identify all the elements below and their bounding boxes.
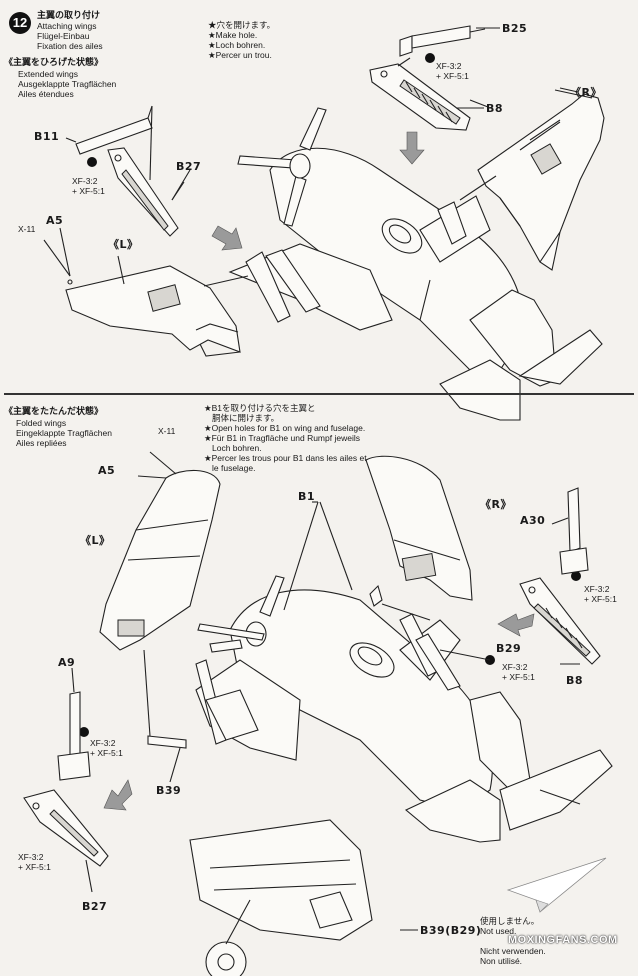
label-right-bottom: 《R》	[480, 498, 512, 511]
paint-xf3-b29: XF-3:2	[502, 662, 528, 672]
left-wing-folded	[99, 451, 221, 651]
extended-heading-fr: Ailes étendues	[18, 89, 74, 99]
folded-heading-de: Eingeklappte Tragflächen	[16, 428, 112, 438]
leader-lines	[59, 27, 580, 931]
folded-heading-en: Folded wings	[16, 418, 67, 428]
step-title-de: Flügel-Einbau	[37, 31, 90, 41]
hole-note-en: ★Make hole.	[208, 30, 258, 40]
b27-hinge-top	[107, 147, 185, 237]
b1-note-fr2: le fuselage.	[212, 463, 256, 473]
paint-xf3-b27: XF-3:2	[18, 852, 44, 862]
extended-heading-en: Extended wings	[18, 69, 79, 79]
step-title-en: Attaching wings	[37, 21, 97, 31]
paint-xf5-top-left: + XF-5:1	[72, 186, 105, 196]
label-b8-bottom: B8	[566, 674, 584, 687]
b11-part	[75, 105, 153, 181]
not-used-en: Not used.	[480, 926, 517, 936]
paint-xf5-b29: + XF-5:1	[502, 672, 535, 682]
paint-xf5-b27: + XF-5:1	[18, 862, 51, 872]
folded-heading-ja: 《主翼をたたんだ状態》	[4, 406, 104, 416]
step-title-fr: Fixation des ailes	[37, 41, 103, 51]
hole-note-ja: ★穴を開けます。	[208, 20, 276, 30]
label-b39-b29: B39(B29)	[420, 924, 482, 937]
extended-heading-de: Ausgeklappte Tragflächen	[18, 79, 117, 89]
folded-heading-fr: Ailes repliées	[16, 438, 67, 448]
b1-note-fr1: ★Percer les trous pour B1 dans les ailes…	[204, 453, 367, 463]
label-left-top: 《L》	[108, 238, 139, 251]
paint-xf5-a9: + XF-5:1	[90, 748, 123, 758]
label-a30: A30	[520, 514, 546, 527]
b8-hinge-part	[369, 57, 489, 131]
label-a5-bottom: A5	[98, 464, 116, 477]
a30-part	[559, 487, 589, 575]
b39-part	[143, 649, 259, 749]
landing-gear-detail	[189, 819, 373, 976]
label-x11-bottom: X-11	[158, 426, 176, 436]
label-b1: B1	[298, 490, 316, 503]
watermark-logo	[506, 857, 607, 913]
b25-part	[399, 25, 486, 57]
paint-xf5-top: + XF-5:1	[436, 71, 469, 81]
paint-xf3-top-left: XF-3:2	[72, 176, 98, 186]
not-used-fr: Non utilisé.	[480, 956, 523, 966]
label-b8-top: B8	[486, 102, 504, 115]
a9-part	[57, 691, 91, 781]
label-b27-bottom: B27	[82, 900, 108, 913]
label-b11: B11	[34, 130, 60, 143]
step-title-ja: 主翼の取り付け	[37, 10, 101, 20]
hinge-assembly-top	[203, 175, 497, 323]
hole-note-de: ★Loch bohren.	[208, 40, 266, 50]
left-wing-top	[43, 239, 241, 357]
label-right-top: 《R》	[570, 86, 602, 99]
extended-heading-ja: 《主翼をひろげた状態》	[4, 57, 104, 67]
b1-struts	[197, 501, 431, 641]
label-b39: B39	[156, 784, 182, 797]
left-arrow-bottom	[497, 613, 535, 637]
label-a5-top: A5	[46, 214, 64, 227]
paint-xf3-top: XF-3:2	[436, 61, 462, 71]
right-wing-top	[477, 89, 605, 271]
not-used-ja: 使用しません。	[480, 916, 540, 926]
b27-hinge-bottom	[23, 789, 109, 867]
hole-note-fr: ★Percer un trou.	[208, 50, 272, 60]
b1-note-en: ★Open holes for B1 on wing and fuselage.	[204, 423, 366, 433]
step-number-badge: 12	[9, 12, 31, 34]
not-used-de: Nicht verwenden.	[480, 946, 546, 956]
label-x11-top: X-11	[18, 224, 36, 234]
b1-note-de1: ★Für B1 in Tragfläche und Rumpf jeweils	[204, 433, 360, 443]
b8-hinge-bottom	[519, 577, 601, 665]
watermark-text: MOXINGFANS.COM	[508, 934, 618, 946]
b1-note-ja1: ★B1を取り付ける穴を主翼と	[204, 403, 316, 413]
paint-xf3-a9: XF-3:2	[90, 738, 116, 748]
up-arrow-bottom	[103, 779, 133, 811]
paint-xf5-right: + XF-5:1	[584, 594, 617, 604]
right-wing-folded	[365, 455, 473, 601]
b1-note-de2: Loch bohren.	[212, 443, 262, 453]
hinge-assembly-folded-right	[399, 613, 491, 691]
diagonal-arrow-top	[211, 225, 243, 251]
b1-note-ja2: 胴体に開けます。	[212, 413, 280, 423]
label-a9: A9	[58, 656, 76, 669]
label-left-bottom: 《L》	[80, 534, 111, 547]
down-arrow-top	[399, 131, 425, 165]
paint-xf3-right: XF-3:2	[584, 584, 610, 594]
label-b29: B29	[496, 642, 522, 655]
label-b27-top: B27	[176, 160, 202, 173]
section-divider	[4, 393, 634, 395]
label-b25: B25	[502, 22, 528, 35]
